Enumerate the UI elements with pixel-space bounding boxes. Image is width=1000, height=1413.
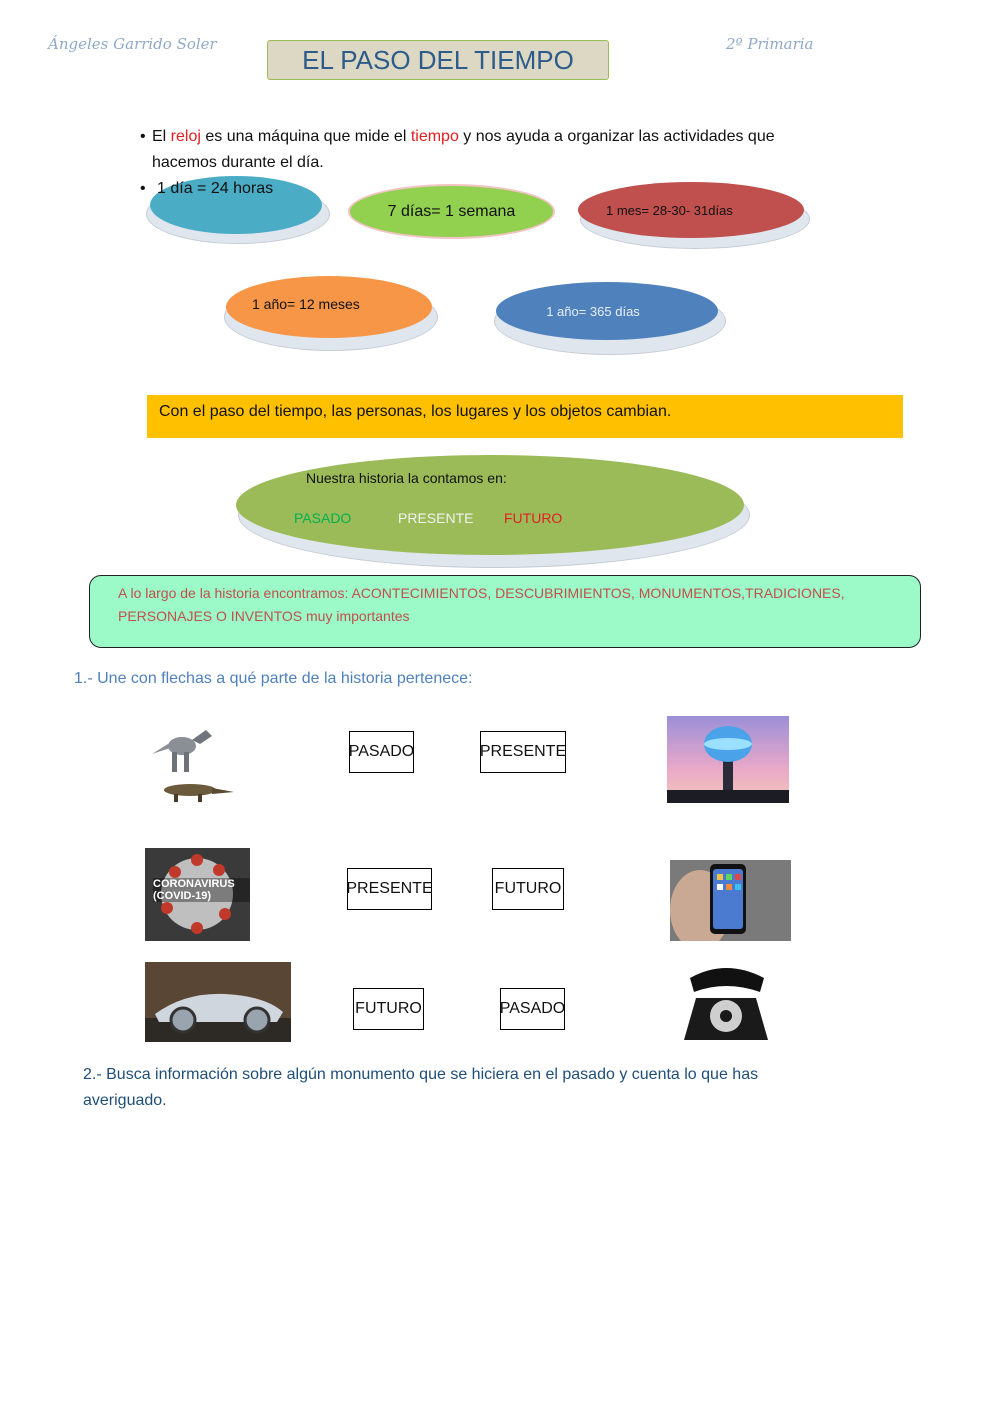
author-name: Ángeles Garrido Soler: [48, 35, 217, 53]
intro-bullets: • El reloj es una máquina que mide el ti…: [140, 124, 840, 202]
word-reloj: reloj: [170, 128, 201, 145]
page-title: EL PASO DEL TIEMPO: [302, 44, 574, 75]
grade-label: 2º Primaria: [726, 35, 814, 53]
facts-box: A lo largo de la historia encontramos: A…: [89, 575, 921, 648]
page-title-box: EL PASO DEL TIEMPO: [267, 40, 609, 80]
futuristic-car-icon: [145, 962, 291, 1042]
old-telephone-icon: [676, 958, 776, 1046]
day-hours-text: 1 día = 24 horas: [157, 180, 274, 197]
label-futuro[interactable]: FUTURO: [353, 988, 424, 1030]
history-past: PASADO: [294, 510, 352, 526]
futuristic-tower-icon: [667, 716, 789, 803]
oval-year-months-text: 1 año= 12 meses: [252, 296, 360, 312]
oval-week-text: 7 días= 1 semana: [387, 202, 516, 220]
history-present: PRESENTE: [398, 510, 474, 526]
bullet-continuation: hacemos durante el día.: [152, 154, 324, 171]
bullet-item: • 1 día = 24 horas: [140, 176, 840, 202]
label-presente[interactable]: PRESENTE: [346, 868, 433, 910]
oval-year-months: 1 año= 12 meses: [226, 276, 432, 338]
facts-text: A lo largo de la historia encontramos: A…: [118, 585, 845, 624]
history-future: FUTURO: [504, 510, 563, 526]
change-banner: Con el paso del tiempo, las personas, lo…: [147, 395, 903, 438]
coronavirus-icon: CORONAVIRUS (COVID-19): [145, 848, 250, 941]
bullet-item: • El reloj es una máquina que mide el ti…: [140, 128, 775, 145]
oval-year-days-text: 1 año= 365 días: [546, 303, 640, 319]
history-ellipse: Nuestra historia la contamos en: PASADO …: [236, 455, 744, 555]
history-intro: Nuestra historia la contamos en:: [306, 470, 507, 486]
label-pasado[interactable]: PASADO: [500, 988, 565, 1030]
exercise-2-question: 2.- Busca información sobre algún monume…: [83, 1066, 759, 1109]
label-presente[interactable]: PRESENTE: [480, 731, 566, 773]
oval-day: [150, 176, 322, 234]
oval-month: 1 mes= 28-30- 31días: [578, 182, 804, 238]
smartphone-icon: [670, 860, 791, 941]
coronavirus-caption: CORONAVIRUS (COVID-19): [153, 878, 250, 902]
exercise-1-question: 1.- Une con flechas a qué parte de la hi…: [74, 670, 473, 687]
oval-month-text: 1 mes= 28-30- 31días: [606, 202, 733, 218]
oval-week: 7 días= 1 semana: [348, 184, 555, 239]
oval-year-days: 1 año= 365 días: [496, 282, 718, 340]
change-text: Con el paso del tiempo, las personas, lo…: [159, 403, 672, 420]
dinosaurs-icon: [148, 718, 238, 808]
word-tiempo: tiempo: [410, 128, 459, 145]
label-futuro[interactable]: FUTURO: [492, 868, 564, 910]
label-pasado[interactable]: PASADO: [349, 731, 414, 773]
